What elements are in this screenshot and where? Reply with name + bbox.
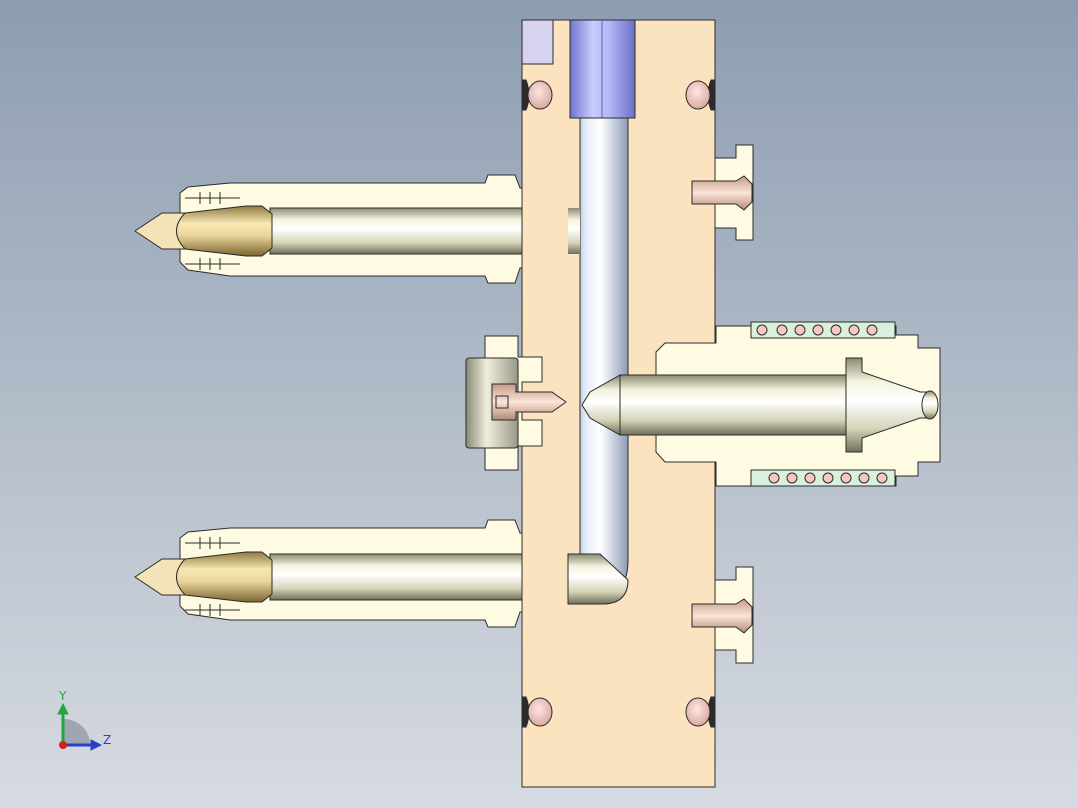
z-axis-arrow — [90, 739, 103, 751]
x-axis-origin — [59, 741, 67, 749]
manifold-insert — [521, 19, 554, 65]
support-puck[interactable] — [465, 335, 567, 471]
lower-nozzle-thread — [185, 537, 240, 616]
y-axis-label: Y — [58, 689, 67, 703]
coordinate-triad-icon: Y Z — [57, 689, 111, 751]
upper-nozzle[interactable] — [134, 174, 605, 284]
upper-nozzle-thread — [185, 192, 240, 270]
upper-nozzle-gold-core — [174, 205, 273, 257]
clamp-lower-screw — [691, 598, 753, 634]
o-ring-group — [521, 79, 716, 728]
right-locator-shaft — [619, 374, 851, 436]
spring-coils — [756, 324, 888, 484]
clamp-lower[interactable] — [691, 566, 754, 664]
lower-nozzle[interactable] — [134, 519, 571, 628]
o-ring — [685, 80, 711, 110]
clamp-upper-screw — [691, 175, 753, 211]
lower-nozzle-rod — [269, 553, 571, 601]
y-axis-arrow — [57, 702, 69, 715]
upper-nozzle-tip — [134, 212, 187, 250]
right-locator[interactable] — [581, 321, 941, 487]
o-ring — [685, 697, 711, 727]
clamp-upper[interactable] — [691, 144, 754, 241]
right-locator-shaft-tip — [581, 374, 621, 436]
z-axis-label: Z — [103, 733, 111, 747]
lower-nozzle-gold-core — [174, 551, 273, 603]
o-ring — [527, 80, 553, 110]
o-ring — [527, 697, 553, 727]
runner-branch-upper — [568, 208, 580, 254]
runner-elbow — [567, 553, 629, 605]
support-puck-screw — [491, 383, 567, 421]
lower-nozzle-tip — [134, 558, 187, 596]
upper-nozzle-rod — [269, 207, 571, 255]
